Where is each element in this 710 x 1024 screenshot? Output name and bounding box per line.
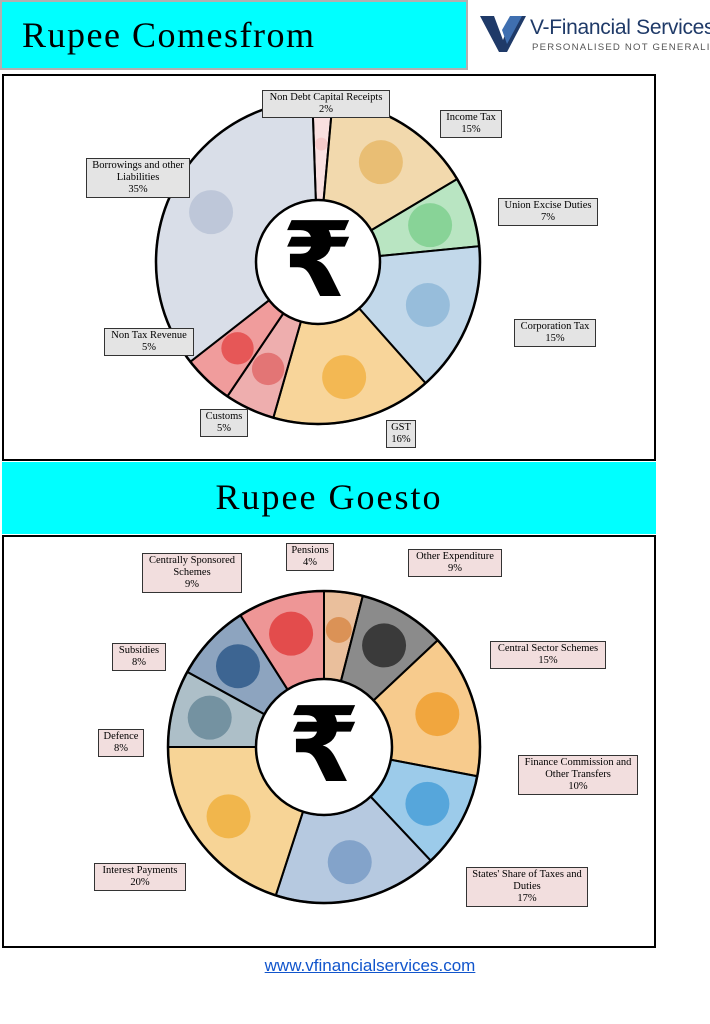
data-label-percent: 15% (545, 333, 565, 344)
data-label-category: Other Expenditure (416, 551, 494, 562)
slice-illustration-icon (221, 332, 254, 365)
data-label-category: Defence (103, 731, 139, 742)
slice-illustration-icon (327, 840, 372, 885)
slice-illustration-icon (325, 616, 352, 643)
rupee-symbol-icon: ₹ (282, 199, 354, 321)
slice-illustration-icon (405, 283, 450, 328)
header-band: Rupee Comesfrom (0, 0, 468, 70)
slice-illustration-icon (269, 611, 314, 656)
data-label-percent: 5% (142, 342, 156, 353)
data-label-percent: 5% (217, 423, 231, 434)
data-label-percent: 9% (448, 563, 462, 574)
data-label-category: Income Tax (446, 112, 496, 123)
data-label-percent: 8% (114, 743, 128, 754)
page-title: Rupee Comesfrom (22, 15, 316, 55)
data-label-percent: 7% (541, 212, 555, 223)
slice-illustration-icon (358, 140, 403, 185)
data-label-percent: 8% (132, 657, 146, 668)
slice-illustration-icon (408, 203, 453, 248)
data-label-percent: 9% (185, 579, 199, 590)
website-link[interactable]: www.vfinancialservices.com (264, 956, 476, 975)
expenditure-pie-chart: ₹ (166, 589, 482, 905)
data-label-percent: 2% (319, 104, 333, 115)
data-label-category: Non Debt Capital Receipts (269, 92, 383, 103)
pie-center-circle (254, 198, 382, 326)
brand-tagline: PERSONALISED NOT GENERALISED (532, 42, 710, 53)
data-label-percent: 16% (391, 434, 411, 445)
data-label-percent: 20% (130, 877, 150, 888)
brand-name: V-Financial Services (530, 16, 710, 39)
section-band: Rupee Goesto (2, 462, 656, 534)
v-logo-icon (480, 16, 526, 52)
data-label-category: Customs (205, 411, 243, 422)
data-label-category: Non Tax Revenue (111, 330, 187, 341)
data-label-category: Interest Payments (102, 865, 178, 876)
slice-illustration-icon (405, 781, 450, 826)
brand-logo: V-Financial Services PERSONALISED NOT GE… (478, 8, 710, 68)
data-label-category: Finance Commission and Other Transfers (524, 757, 632, 780)
data-label-category: Pensions (291, 545, 329, 556)
pie-outer-ring (166, 589, 482, 905)
rupee-symbol-icon: ₹ (288, 684, 360, 806)
slice-illustration-icon (189, 190, 234, 235)
slice-illustration-icon (187, 695, 232, 740)
data-label-percent: 4% (303, 557, 317, 568)
pie-center-circle (254, 677, 394, 817)
slice-illustration-icon (206, 794, 251, 839)
data-label-percent: 17% (517, 893, 537, 904)
slice-illustration-icon (322, 355, 367, 400)
data-label-percent: 35% (128, 184, 148, 195)
data-label-percent: 15% (538, 655, 558, 666)
slice-illustration-icon (251, 352, 285, 386)
income-pie-chart: ₹ (154, 98, 482, 426)
data-label-category: Central Sector Schemes (497, 643, 599, 654)
data-label-category: Borrowings and other Liabilities (92, 160, 184, 183)
slice-illustration-icon (215, 644, 260, 689)
slice-illustration-icon (314, 137, 328, 151)
data-label-category: Union Excise Duties (504, 200, 592, 211)
slice-illustration-icon (362, 623, 407, 668)
data-label-percent: 15% (461, 124, 481, 135)
data-label-category: Centrally Sponsored Schemes (148, 555, 236, 578)
data-label-percent: 10% (568, 781, 588, 792)
section-title: Rupee Goesto (215, 477, 443, 517)
slice-illustration-icon (415, 692, 460, 737)
data-label-category: States' Share of Taxes and Duties (472, 869, 582, 892)
data-label-category: Subsidies (118, 645, 160, 656)
data-label-category: GST (391, 422, 411, 433)
data-label-category: Corporation Tax (520, 321, 590, 332)
